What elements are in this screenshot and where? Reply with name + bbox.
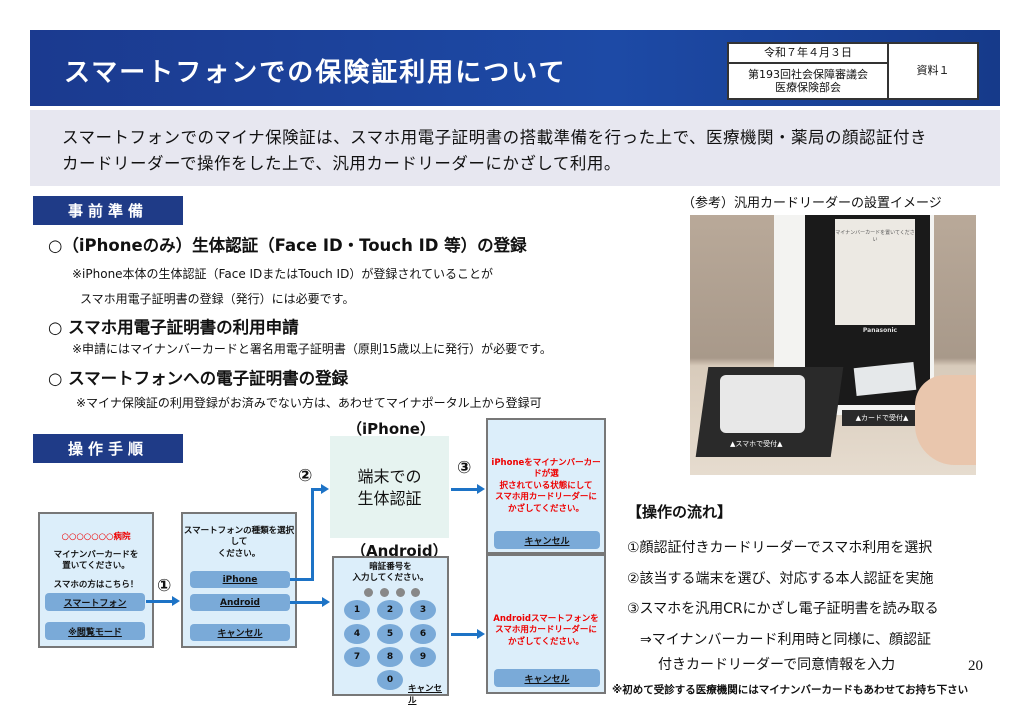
cancel-button[interactable]: キャンセル <box>494 531 600 549</box>
cancel-button[interactable]: キャンセル <box>190 624 290 641</box>
date: 令和７年４月３日 <box>728 43 888 63</box>
screen-message: スマホの方はこちら！ <box>53 580 139 590</box>
connector-line <box>311 488 314 581</box>
reader-screen-iphone-hold: iPhoneをマイナンバーカードが選択されている状態にしてスマホ用カードリーダー… <box>486 418 606 554</box>
prep-item: ○（iPhoneのみ）生体認証（Face ID・Touch ID 等）の登録 <box>48 236 527 255</box>
intro-box: スマートフォンでのマイナ保険証は、スマホ用電子証明書の搭載準備を行った上で、医療… <box>30 110 1000 186</box>
iphone-label: （iPhone） <box>347 420 435 438</box>
prep-item: ○ スマホ用電子証明書の利用申請 <box>48 318 299 337</box>
reader-screen-start: ○○○○○○○病院 マイナンバーカードを置いてください。 スマホの方はこちら！ … <box>38 512 154 648</box>
screen-message: マイナンバーカードを置いてください。 <box>53 550 139 572</box>
reader-display: マイナンバーカードを置いてください <box>835 219 915 325</box>
pin-key[interactable]: 1 <box>344 600 370 620</box>
hand <box>915 375 976 465</box>
intro-line: スマートフォンでのマイナ保険証は、スマホ用電子証明書の搭載準備を行った上で、医療… <box>62 128 928 147</box>
section-heading-ops: 操作手順 <box>33 434 183 463</box>
flow-step: ①顔認証付きカードリーダーでスマホ利用を選択 <box>627 540 933 556</box>
pin-key[interactable]: 5 <box>377 624 403 644</box>
pin-dot <box>411 588 420 597</box>
arrow-icon <box>451 484 485 494</box>
photo-caption: （参考）汎用カードリーダーの設置イメージ <box>682 196 942 211</box>
hospital-name: ○○○○○○○病院 <box>61 532 131 542</box>
brand-logo: Panasonic <box>862 327 898 334</box>
pin-dot <box>380 588 389 597</box>
arrow-icon <box>146 596 180 606</box>
prep-note: ※申請にはマイナンバーカードと署名用電子証明書（原則15歳以上に発行）が必要です… <box>72 342 552 356</box>
flow-step: ②該当する端末を選び、対応する本人認証を実施 <box>627 571 934 587</box>
prep-note: ※iPhone本体の生体認証（Face IDまたはTouch ID）が登録されて… <box>72 267 493 281</box>
flow-heading: 【操作の流れ】 <box>627 503 733 521</box>
flow-step: ⇒マイナンバーカード利用時と同様に、顔認証 <box>640 632 932 648</box>
pin-key[interactable]: 8 <box>377 647 403 667</box>
title-bar: スマートフォンでの保険証利用について 令和７年４月３日 資料１ 第193回社会保… <box>30 30 1000 106</box>
pin-key[interactable]: 0 <box>377 670 403 690</box>
box-text: 端末での <box>357 467 422 486</box>
screen-message: スマートフォンの種類を選択してください。 <box>183 526 295 559</box>
footnote: ※初めて受診する医療機関にはマイナンバーカードもあわせてお持ち下さい <box>612 684 969 696</box>
screen-message: iPhoneをマイナンバーカードが選択されている状態にしてスマホ用カードリーダー… <box>491 458 601 514</box>
flow-step: 付きカードリーダーで同意情報を入力 <box>658 657 896 673</box>
cancel-button[interactable]: キャンセル <box>494 669 600 687</box>
prep-note: ※マイナ保険証の利用登録がお済みでない方は、あわせてマイナポータル上から登録可 <box>76 396 542 410</box>
pin-dot <box>364 588 373 597</box>
step-number: ② <box>298 466 313 486</box>
meeting-name: 第193回社会保障審議会医療保険部会 <box>728 63 888 99</box>
browse-mode-button[interactable]: ※閲覧モード <box>45 622 145 640</box>
android-button[interactable]: Android <box>190 594 290 611</box>
android-label: （Android） <box>351 542 448 560</box>
page-number: 20 <box>968 658 983 674</box>
prep-note: スマホ用電子証明書の登録（発行）には必要です。 <box>80 292 355 306</box>
meeting-line: 第193回社会保障審議会 <box>748 67 868 81</box>
section-heading-prep: 事前準備 <box>33 196 183 225</box>
pad-label: ▲スマホで受付▲ <box>730 440 783 448</box>
arrow-icon <box>311 484 329 494</box>
arrow-icon <box>290 597 330 607</box>
pin-key[interactable]: 9 <box>410 647 436 667</box>
screen-message: 暗証番号を入力してください。 <box>352 562 429 584</box>
pin-key[interactable]: 4 <box>344 624 370 644</box>
card-reader-photo: マイナンバーカードを置いてください Panasonic ▲スマホで受付▲ ▲カー… <box>690 215 976 475</box>
step-number: ① <box>157 576 172 596</box>
box-text: 生体認証 <box>357 489 422 509</box>
pin-entry-screen: 暗証番号を入力してください。 1 2 3 4 5 6 7 8 9 0 キャンセル <box>332 556 449 706</box>
pin-key[interactable]: 2 <box>377 600 403 620</box>
arrow-icon <box>451 629 485 639</box>
pin-key[interactable]: 6 <box>410 624 436 644</box>
pin-dot <box>396 588 405 597</box>
reader-screen-select: スマートフォンの種類を選択してください。 iPhone Android キャンセ… <box>181 512 297 648</box>
connector-line <box>290 578 312 581</box>
pin-key[interactable]: 7 <box>344 647 370 667</box>
screen-message: Androidスマートフォンをスマホ用カードリーダーにかざしてください。 <box>493 614 599 647</box>
prep-item: ○ スマートフォンへの電子証明書の登録 <box>48 369 349 388</box>
doc-label: 資料１ <box>888 43 978 99</box>
smartphone-button[interactable]: スマートフォン <box>45 593 145 611</box>
reader-screen-android-hold: Androidスマートフォンをスマホ用カードリーダーにかざしてください。 キャン… <box>486 554 606 694</box>
step-number: ③ <box>457 458 472 478</box>
card-slot-label: ▲カードで受付▲ <box>842 410 922 426</box>
pad-reader <box>720 375 805 433</box>
document-info-table: 令和７年４月３日 資料１ 第193回社会保障審議会医療保険部会 <box>727 42 979 100</box>
meeting-line: 医療保険部会 <box>775 81 841 94</box>
cancel-link[interactable]: キャンセル <box>408 684 443 706</box>
flow-step: ③スマホを汎用CRにかざし電子証明書を読み取る <box>627 601 939 617</box>
pin-key[interactable]: 3 <box>410 600 436 620</box>
intro-line: カードリーダーで操作をした上で、汎用カードリーダーにかざして利用。 <box>62 154 621 173</box>
page-title: スマートフォンでの保険証利用について <box>64 58 567 88</box>
iphone-button[interactable]: iPhone <box>190 571 290 588</box>
biometric-auth-box: 端末での 生体認証 <box>330 436 449 538</box>
